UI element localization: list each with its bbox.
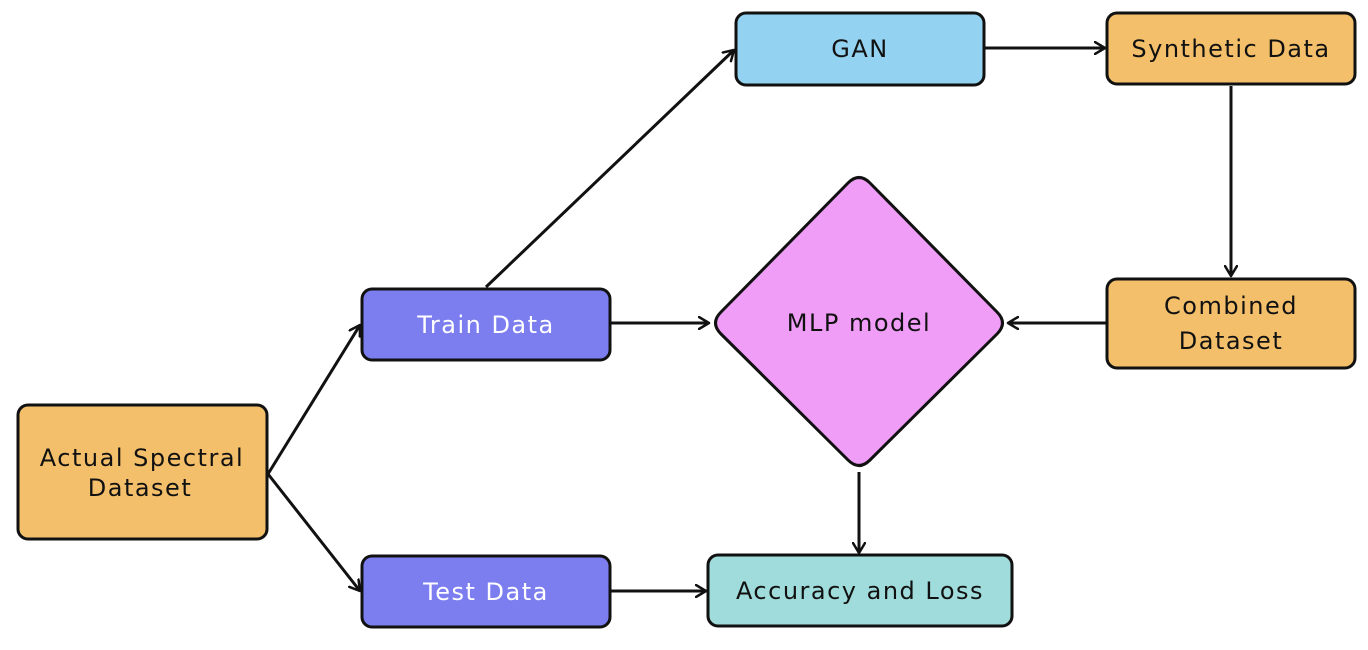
node-gan: GAN [734, 11, 986, 87]
edge-train-to-gan [484, 50, 734, 289]
node-test-data: Test Data [360, 554, 612, 629]
node-actual-spectral-dataset-box [16, 403, 269, 541]
node-combined-dataset-label-line2: Dataset [1179, 327, 1283, 355]
node-mlp-model: MLP model [714, 176, 1004, 467]
node-actual-spectral-dataset-label-line2: Dataset [88, 474, 192, 502]
node-gan-box [734, 11, 986, 87]
node-combined-dataset: Combined Dataset [1105, 277, 1357, 370]
node-synthetic-data: Synthetic Data [1105, 11, 1357, 86]
node-mlp-model-label: MLP model [787, 309, 931, 337]
node-actual-spectral-dataset: Actual Spectral Dataset [16, 403, 269, 541]
node-actual-spectral-dataset-label-line1: Actual Spectral [40, 444, 244, 472]
node-synthetic-data-label: Synthetic Data [1131, 35, 1330, 63]
node-gan-label: GAN [831, 35, 888, 63]
edges [266, 48, 1231, 591]
node-accuracy-and-loss-box [706, 553, 1014, 628]
node-combined-dataset-label-line1: Combined [1164, 292, 1298, 320]
node-train-data-box [360, 287, 612, 362]
node-test-data-box [360, 554, 612, 629]
edge-actual-to-test [266, 473, 360, 591]
node-test-data-label: Test Data [422, 578, 549, 606]
node-accuracy-and-loss: Accuracy and Loss [706, 553, 1014, 628]
edge-actual-to-train [266, 325, 362, 475]
node-train-data-label: Train Data [416, 311, 555, 339]
node-train-data: Train Data [360, 287, 612, 362]
node-combined-dataset-box [1105, 277, 1357, 370]
node-synthetic-data-box [1105, 11, 1357, 86]
node-mlp-model-diamond [714, 176, 1004, 467]
node-accuracy-and-loss-label: Accuracy and Loss [736, 577, 984, 605]
